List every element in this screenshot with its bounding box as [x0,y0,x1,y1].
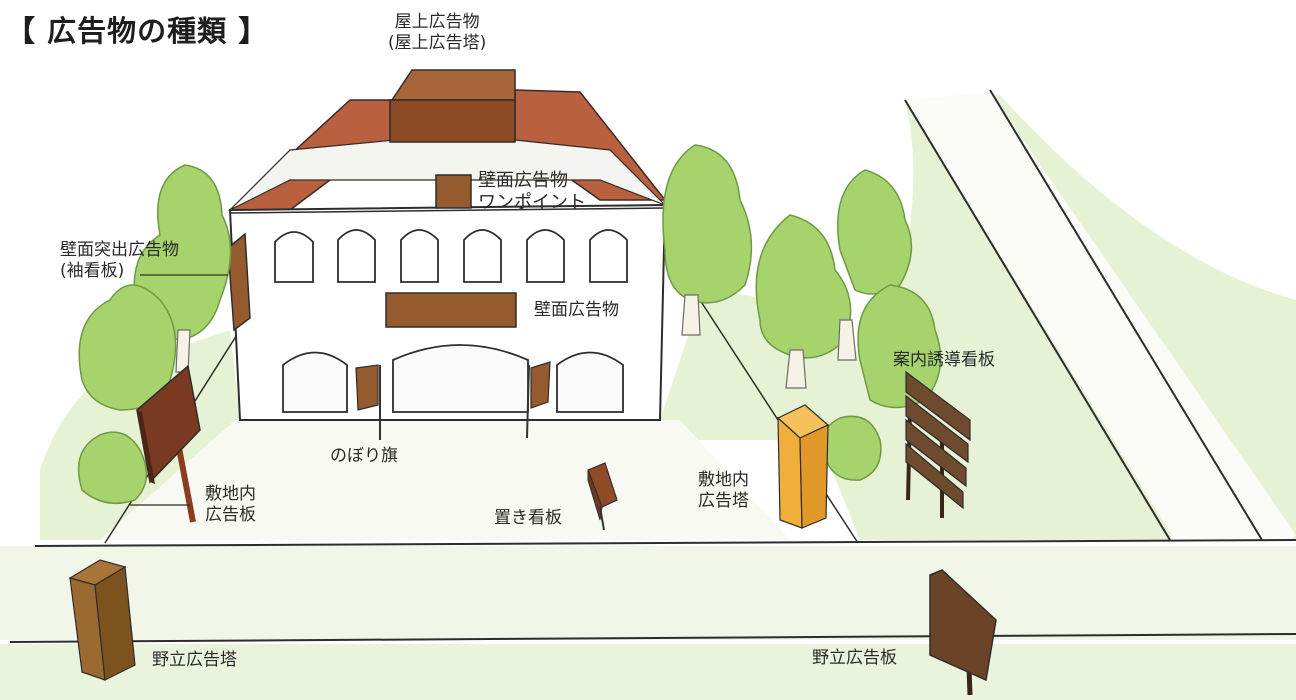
tree-trunks [175,294,857,389]
onsite-board [136,364,201,523]
label-onsite-tower: 敷地内 広告塔 [698,470,749,512]
side-road [905,92,1296,540]
label-wall-point-line2: ワンポイント [478,192,586,213]
label-onsite-board: 敷地内 広告板 [205,484,256,526]
label-onsite-tower-line1: 敷地内 [698,470,749,490]
label-guide-sign-line1: 案内誘導看板 [893,350,995,370]
label-wall-point-line1: 壁面広告物 [478,170,568,191]
main-road [0,546,1296,640]
label-projecting: 壁面突出広告物 (袖看板) [60,240,179,282]
label-wall: 壁面広告物 [534,300,619,321]
leader-lines [130,274,228,506]
label-onsite-board-line2: 広告板 [205,505,256,525]
rooftop-tower [389,99,516,143]
side-road-edge-left [904,99,1171,541]
banner-flags [355,361,551,440]
label-wall-line1: 壁面広告物 [534,300,619,320]
lower-windows [282,344,624,413]
label-projecting-line1: 壁面突出広告物 [60,240,179,260]
label-standing-sign-line1: 置き看板 [494,508,562,528]
onsite-tower [776,404,830,529]
front-grass [0,644,1296,700]
label-onsite-board-line1: 敷地内 [205,484,256,504]
label-banner-flag: のぼり旗 [330,446,398,467]
page-title: 【 広告物の種類 】 [6,14,269,48]
driveway [100,420,790,540]
projecting-sign [227,232,251,332]
field-board [929,569,997,696]
wall-sign [385,292,517,328]
label-projecting-line2: (袖看板) [60,261,125,281]
label-guide-sign: 案内誘導看板 [893,350,995,371]
label-field-tower: 野立広告塔 [152,650,237,671]
label-rooftop-line1: 屋上広告物 [394,12,480,32]
label-field-board-line1: 野立広告板 [812,648,897,668]
label-field-board: 野立広告板 [812,648,897,669]
label-onsite-tower-line2: 広告塔 [698,491,749,511]
label-rooftop-line2: (屋上広告塔) [388,33,487,53]
road-top-line [34,539,1296,547]
label-banner-flag-line1: のぼり旗 [330,446,398,466]
guide-sign [905,370,971,518]
wall-point-sign [435,174,472,209]
building-band [229,207,666,214]
label-standing-sign: 置き看板 [494,508,562,529]
trees [77,144,942,505]
upper-windows [274,229,628,283]
label-field-tower-line1: 野立広告塔 [152,650,237,670]
side-road-edge-right [989,89,1263,541]
standing-sign [587,462,618,531]
road-bottom-line [9,633,1296,643]
rooftop-tower-top [390,69,516,101]
label-rooftop: 屋上広告物 (屋上広告塔) [388,12,486,54]
field-tower [68,559,136,681]
label-wall-point: 壁面広告物 ワンポイント [478,170,586,214]
